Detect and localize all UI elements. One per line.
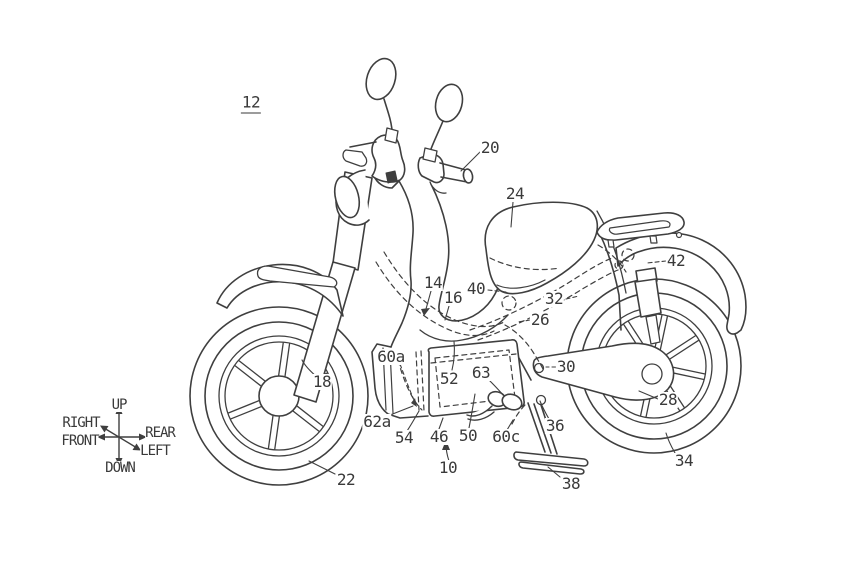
compass-label-down: DOWN bbox=[105, 460, 136, 476]
compass-label-rear: REAR bbox=[145, 425, 176, 441]
part-label-10: 10 bbox=[437, 458, 459, 477]
right-mirror bbox=[422, 83, 464, 163]
part-label-16: 16 bbox=[442, 288, 464, 307]
part-label-62a: 62a bbox=[362, 412, 392, 431]
part-label-38: 38 bbox=[560, 474, 582, 493]
wiring-channel bbox=[415, 350, 425, 412]
part-label-24: 24 bbox=[504, 184, 526, 203]
part-label-34: 34 bbox=[673, 451, 695, 470]
compass-label-left: LEFT bbox=[140, 443, 171, 459]
part-label-60c: 60c bbox=[491, 427, 521, 446]
body-seam bbox=[419, 314, 509, 342]
seat bbox=[484, 201, 599, 295]
left-mirror bbox=[365, 57, 399, 144]
part-label-18: 18 bbox=[311, 372, 333, 391]
compass-label-front: FRONT bbox=[61, 433, 100, 449]
part-label-20: 20 bbox=[479, 138, 501, 157]
part-label-54: 54 bbox=[393, 428, 415, 447]
rear-shock bbox=[634, 267, 662, 345]
part-label-52: 52 bbox=[438, 369, 460, 388]
part-label-40: 40 bbox=[465, 279, 487, 298]
hidden-frame-lines bbox=[375, 244, 635, 425]
orientation-compass-arrows bbox=[97, 406, 147, 466]
front-fender bbox=[216, 263, 344, 317]
part-label-42: 42 bbox=[665, 251, 687, 270]
part-label-32: 32 bbox=[543, 289, 565, 308]
part-label-60a: 60a bbox=[376, 347, 406, 366]
part-label-50: 50 bbox=[457, 426, 479, 445]
center-stand bbox=[513, 394, 589, 475]
part-label-22: 22 bbox=[335, 470, 357, 489]
compass-label-up: UP bbox=[111, 397, 127, 413]
front-wheel bbox=[189, 306, 369, 486]
swingarm-cover bbox=[532, 342, 675, 401]
part-label-14: 14 bbox=[422, 273, 444, 292]
rear-rack bbox=[596, 212, 685, 248]
headlight bbox=[333, 169, 370, 226]
rear-fender bbox=[615, 232, 747, 335]
motor-unit bbox=[466, 390, 523, 421]
part-label-28: 28 bbox=[657, 390, 679, 409]
part-label-36: 36 bbox=[544, 416, 566, 435]
leader-lines bbox=[301, 151, 676, 478]
part-label-12: 12 bbox=[240, 92, 262, 114]
rear-frame-tube-inner bbox=[596, 210, 627, 294]
part-label-26: 26 bbox=[529, 310, 551, 329]
compass-label-right: RIGHT bbox=[62, 415, 101, 431]
part-label-63: 63 bbox=[470, 363, 492, 382]
part-label-46: 46 bbox=[428, 427, 450, 446]
part-label-30: 30 bbox=[555, 357, 577, 376]
